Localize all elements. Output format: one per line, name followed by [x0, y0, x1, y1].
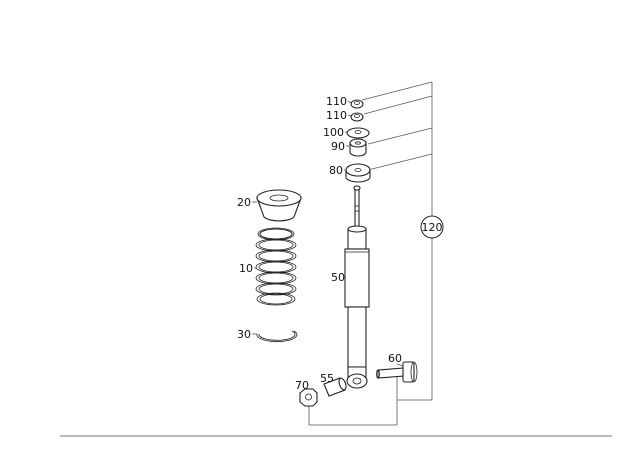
callout-70: 70 — [295, 379, 309, 392]
washer-100 — [346, 127, 370, 139]
callout-120-badge: 120 — [420, 215, 444, 239]
callout-100: 100 — [323, 126, 344, 139]
group-120-bracket — [308, 81, 433, 426]
nut-70 — [299, 388, 318, 407]
callout-30: 30 — [237, 328, 251, 341]
callout-20: 20 — [237, 196, 251, 209]
bolt-60 — [376, 361, 418, 383]
sleeve-55 — [323, 377, 347, 397]
callout-60: 60 — [388, 352, 402, 365]
callout-110-upper: 110 — [326, 95, 347, 108]
callout-55: 55 — [320, 372, 334, 385]
callout-90: 90 — [331, 140, 345, 153]
callout-10: 10 — [239, 262, 253, 275]
callout-50: 50 — [331, 271, 345, 284]
callout-120: 120 — [422, 221, 443, 234]
rubber-mount-80 — [345, 163, 371, 183]
rubber-bushing-90 — [349, 138, 367, 157]
coil-spring-10 — [255, 227, 297, 306]
spring-clip-30 — [256, 330, 298, 343]
callout-110-lower: 110 — [326, 109, 347, 122]
callout-80: 80 — [329, 164, 343, 177]
leader-lines — [252, 100, 404, 367]
nut-110-upper — [350, 99, 364, 109]
spring-seat-20 — [256, 189, 302, 222]
nut-110-lower — [350, 112, 364, 122]
shock-absorber-50 — [344, 185, 370, 389]
